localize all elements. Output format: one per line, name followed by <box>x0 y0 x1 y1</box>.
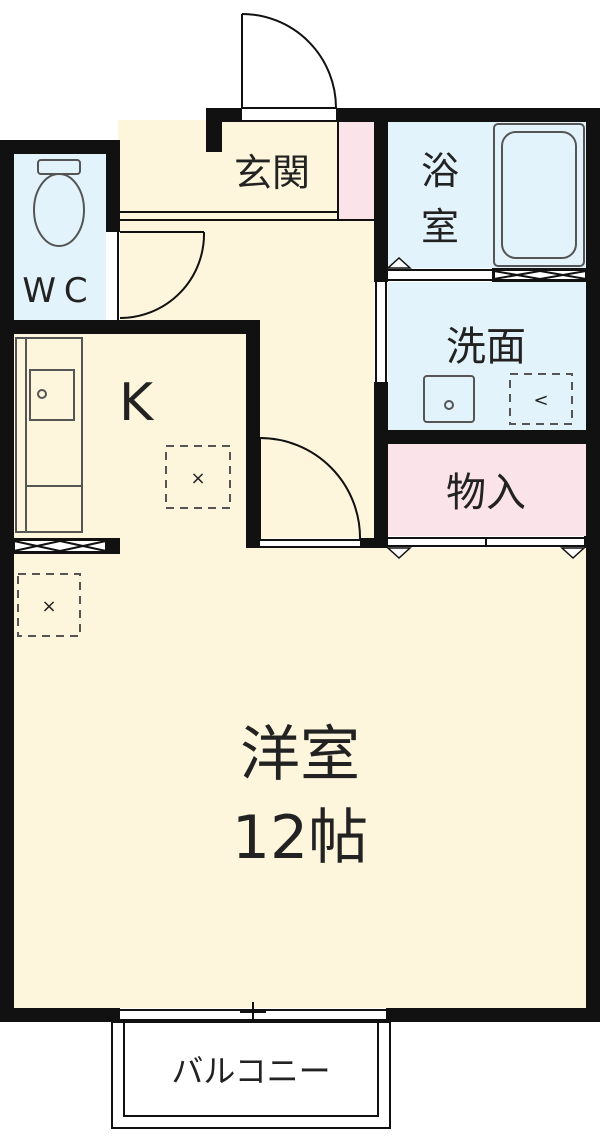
floor-storage <box>386 442 588 538</box>
wall-top-left <box>0 140 120 154</box>
wall-bottom-left <box>0 1008 120 1022</box>
kitchen-slide-x4 <box>59 540 107 552</box>
floor-kitchen <box>12 334 248 552</box>
wall-right <box>586 108 600 1020</box>
label-western-1: 洋室 <box>240 720 360 790</box>
label-kitchen: K <box>119 373 155 433</box>
kitchen-sink <box>29 369 75 421</box>
kitchen-sink-drain <box>37 389 47 399</box>
bath-slide-frame <box>493 269 587 281</box>
storage-door-triangle-left <box>386 547 412 560</box>
appliance-spots <box>17 373 573 637</box>
wash-basin <box>423 375 475 423</box>
bath-slide-x4 <box>539 270 587 280</box>
floors <box>12 118 588 1012</box>
wash-basin-drain <box>444 400 454 410</box>
thin-lines <box>117 107 584 1022</box>
bath-slide-x2 <box>493 270 541 280</box>
toilet-bowl <box>33 173 85 247</box>
fixtures <box>15 123 585 533</box>
wall-left <box>0 140 14 1020</box>
opening-wc-door <box>106 232 120 320</box>
entrance-door-arc <box>241 13 337 109</box>
corridor-door-arc <box>259 437 362 541</box>
wall-corridor-bottom-left <box>246 538 260 548</box>
wall-kitchen-right <box>246 320 260 548</box>
label-bath-1: 浴 <box>421 149 459 193</box>
wall-wc-right <box>106 140 120 232</box>
opening-bath-door <box>388 268 492 282</box>
aircon-x: × <box>41 596 56 617</box>
opening-genkan-door <box>242 108 336 122</box>
kitchen-counter-inner <box>25 337 83 533</box>
kitchen-slide-x2 <box>13 540 61 552</box>
wall-bottom-right <box>386 1008 600 1022</box>
appliance-marks: × < × <box>41 390 548 617</box>
opening-corridor-door <box>260 538 360 548</box>
label-storage: 物入 <box>446 470 526 516</box>
fridge-spot <box>165 445 231 509</box>
label-bath-2: 室 <box>421 205 459 249</box>
fridge-x: × <box>190 468 205 489</box>
balcony <box>111 1021 391 1129</box>
floor-hall <box>118 120 378 334</box>
balcony-inner <box>123 1021 379 1117</box>
floor-bath <box>386 120 588 268</box>
label-washroom: 洗面 <box>446 324 526 370</box>
bathtub-inner <box>501 131 577 259</box>
floor-washroom <box>386 282 588 432</box>
floor-genkan-pink <box>338 120 378 220</box>
labels: 玄関 浴 室 WC 洗面 K 物入 洋室 12帖 バルコニー <box>22 149 526 1090</box>
wall-top-mid <box>206 108 242 122</box>
sliding-marks <box>13 269 587 553</box>
bath-door-triangle <box>386 256 412 269</box>
washer-mark: < <box>533 390 548 411</box>
storage-door-marks <box>386 256 586 560</box>
wall-top-right <box>336 108 600 122</box>
wall-wc-bottom <box>0 320 260 334</box>
wall-wash-bottom <box>374 430 600 444</box>
aircon-spot <box>17 573 81 637</box>
floor-wc <box>12 150 108 324</box>
label-western-2: 12帖 <box>232 803 368 873</box>
storage-door-triangle-right <box>560 547 586 560</box>
label-wc: WC <box>22 271 95 311</box>
opening-wash-door <box>374 282 388 382</box>
bathtub-outer <box>493 123 585 267</box>
label-entrance: 玄関 <box>234 151 310 195</box>
washer-spot <box>509 373 573 425</box>
wc-door-arc <box>119 231 206 319</box>
label-balcony: バルコニー <box>171 1052 330 1090</box>
door-swings <box>119 13 362 541</box>
kitchen-slide-frame <box>13 539 107 553</box>
